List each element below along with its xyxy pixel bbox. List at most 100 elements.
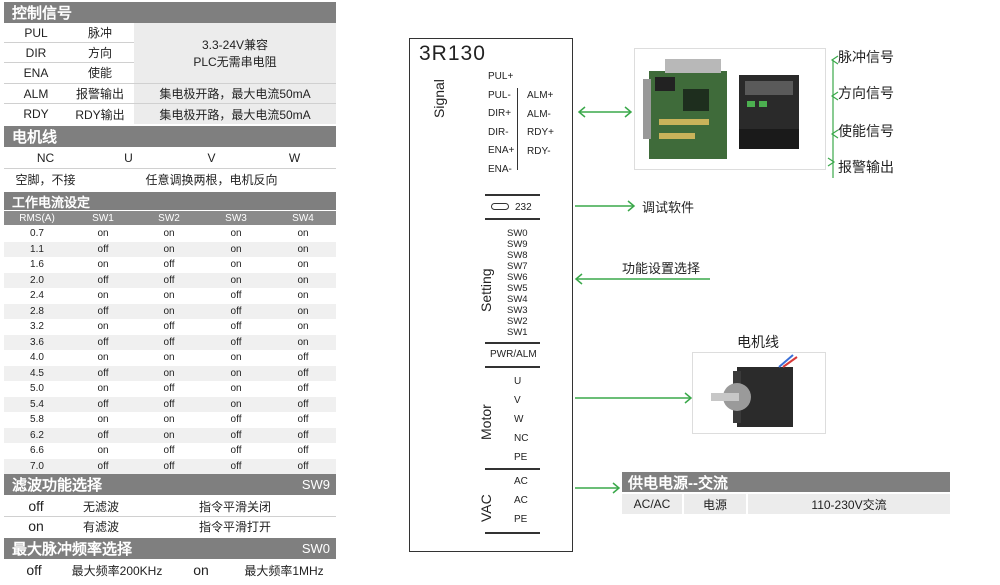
table-row: [4, 365, 336, 381]
freq-sw: SW0: [301, 541, 330, 556]
switch-state: on: [163, 243, 175, 255]
ena-desc: 使能: [87, 66, 112, 80]
pul-signal: PUL: [24, 25, 48, 40]
function-arrow: [574, 273, 710, 285]
filter-title: 滤波功能选择: [12, 477, 103, 494]
input-compat-note: 3.3-24V兼容 PLC无需串电阻: [134, 23, 336, 83]
switch-state: off: [230, 336, 242, 348]
signal-arrow: [577, 106, 633, 118]
power-arrow: [575, 482, 621, 494]
switch-state: on: [297, 243, 309, 255]
rms-value: 3.6: [30, 336, 44, 348]
switch-state: off: [297, 398, 309, 410]
port-line-bottom: [485, 218, 540, 220]
switch-state: on: [97, 352, 109, 364]
switch-state: on: [163, 367, 175, 379]
switch-state: off: [297, 367, 309, 379]
pwr-alm-label: PWR/ALM: [490, 349, 537, 360]
switch-state: on: [97, 259, 109, 271]
rms-value: 5.8: [30, 414, 44, 426]
serial-port-icon: [491, 203, 509, 210]
switch-state: off: [230, 321, 242, 333]
switch-state: off: [163, 259, 175, 271]
switch-state: on: [163, 352, 175, 364]
switch-state: off: [230, 460, 242, 472]
rms-value: 2.8: [30, 305, 44, 317]
freq-off-desc: 最大频率200KHz: [71, 563, 163, 578]
switch-state: off: [163, 274, 175, 286]
switch-state: on: [297, 228, 309, 240]
rdy-desc: RDY输出: [75, 107, 125, 122]
rms-value: 5.4: [30, 398, 44, 410]
rms-value: 0.7: [30, 228, 44, 240]
switch-state: off: [163, 383, 175, 395]
vac-pin: AC: [514, 476, 528, 487]
switch-state: on: [163, 290, 175, 302]
switch-state: off: [163, 460, 175, 472]
rdy-signal: RDY: [23, 107, 49, 121]
control-title: 控制信号: [12, 5, 73, 22]
driver-box: [409, 38, 573, 552]
switch-state: on: [97, 445, 109, 457]
compat-plc: PLC无需串电阻: [193, 55, 277, 69]
switch-state: on: [297, 321, 309, 333]
dip-switch-label: SW3: [507, 305, 528, 316]
table-row: [4, 241, 336, 257]
switch-state: off: [297, 460, 309, 472]
rms-value: 7.0: [30, 460, 44, 472]
power-supply-cell: 电源: [684, 494, 746, 514]
filter-on-desc: 指令平滑打开: [198, 519, 271, 534]
filter-sw: SW9: [301, 477, 330, 492]
direction-signal-label: 方向信号: [838, 85, 894, 101]
rms-value: 1.1: [30, 243, 44, 255]
freq-off-state: off: [26, 562, 42, 578]
rms-value: 3.2: [30, 321, 44, 333]
dip-switch-label: SW6: [507, 272, 528, 283]
freq-on-state: on: [193, 562, 209, 578]
dir-signal: DIR: [25, 45, 47, 60]
current-table-header: [4, 211, 336, 225]
motor-arrow: [575, 392, 693, 404]
enable-signal-label: 使能信号: [838, 123, 894, 139]
vac-line-bottom: [485, 532, 540, 534]
switch-state: off: [97, 274, 109, 286]
model-name: 3R130: [419, 42, 486, 65]
setting-label: Setting: [478, 252, 494, 312]
switch-state: on: [230, 274, 242, 286]
switch-state: off: [163, 398, 175, 410]
motor-pin: V: [514, 395, 521, 406]
switch-state: off: [297, 383, 309, 395]
stepper-motor-illustration: [711, 354, 798, 427]
table-row: [4, 427, 336, 443]
rms-value: 4.0: [30, 352, 44, 364]
signal-divider: [517, 88, 518, 170]
switch-state: on: [97, 228, 109, 240]
switch-state: on: [97, 383, 109, 395]
motor-wire-header: 电机线: [4, 126, 336, 147]
input-pin: ENA-: [488, 163, 512, 175]
port-line-top: [485, 194, 540, 196]
dip-switch-label: SW9: [507, 239, 528, 250]
rms-value: 2.4: [30, 290, 44, 302]
wire-nc: NC: [36, 151, 55, 165]
vac-pin: AC: [514, 495, 528, 506]
table-row: [4, 350, 336, 366]
filter-header: 滤波功能选择 SW9: [4, 474, 336, 495]
switch-state: on: [163, 228, 175, 240]
dip-switch-label: SW1: [507, 327, 528, 338]
wire-v: V: [207, 151, 216, 165]
switch-state: on: [163, 305, 175, 317]
switch-state: on: [297, 305, 309, 317]
col-sw2: SW2: [158, 212, 180, 224]
table-row: [4, 303, 336, 319]
switch-state: off: [97, 398, 109, 410]
motor-wire-title: 电机线: [12, 129, 58, 146]
switch-state: off: [297, 429, 309, 441]
rms-value: 6.6: [30, 445, 44, 457]
wire-reverse-note: 任意调换两根，电机反向: [145, 172, 278, 187]
input-pin: DIR-: [488, 126, 509, 138]
motor-pin: W: [514, 414, 524, 425]
vac-label-text: VAC: [478, 494, 494, 522]
switch-state: on: [97, 290, 109, 302]
rms-value: 2.0: [30, 274, 44, 286]
